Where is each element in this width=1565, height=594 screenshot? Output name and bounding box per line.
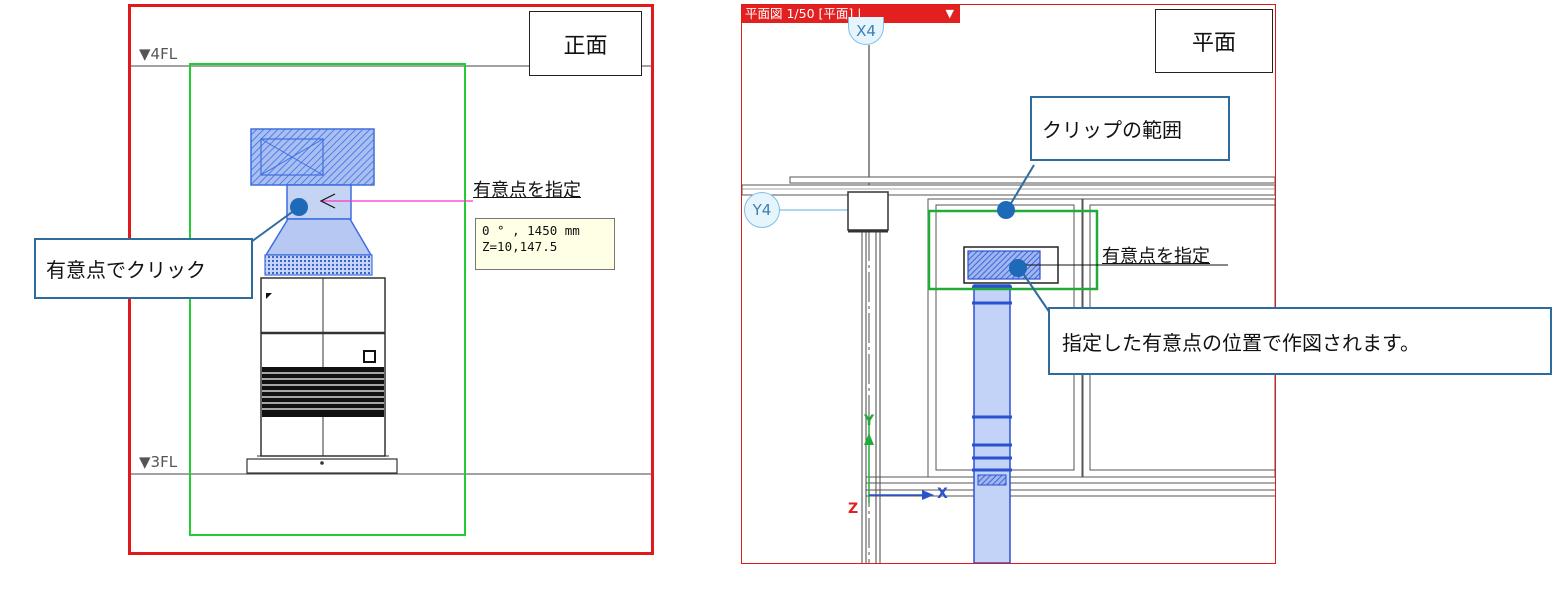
grid-bubble-y4: Y4 [744, 192, 780, 228]
duct-vertical [973, 284, 1011, 563]
duct-transition [264, 218, 373, 256]
view-label-front: 正面 [529, 11, 642, 76]
clip-range-rect [189, 63, 466, 536]
unit-base [246, 458, 398, 474]
tooltip-angle-distance: 0 ° , 1450 mm [482, 223, 580, 238]
callout-clip-range: クリップの範囲 [1030, 96, 1230, 161]
snap-point-marker-plan [1009, 259, 1027, 277]
plan-view-panel[interactable]: 平面図 1/50 [平面] | ▼ X4 Y4 平面 有意点を指定 Y X Z [741, 4, 1276, 564]
axis-z-label: Z [848, 501, 859, 517]
callout-click-significant-point: 有意点でクリック [34, 238, 253, 299]
view-label-plan: 平面 [1155, 9, 1273, 73]
hood-top [250, 128, 375, 186]
axis-y-label: Y [864, 413, 875, 429]
clip-range-marker [997, 201, 1015, 219]
plan-view-drawing[interactable] [742, 5, 1275, 563]
click-point-marker [290, 198, 308, 216]
plan-view-titlebar[interactable]: 平面図 1/50 [平面] | ▼ [742, 5, 960, 23]
plan-view-title: 平面図 1/50 [平面] | [745, 6, 862, 21]
level-label-4fl: ▼4FL [139, 45, 178, 63]
snap-point-label-plan: 有意点を指定 [1102, 246, 1210, 267]
coordinate-tooltip: 0 ° , 1450 mm Z=10,147.5 [475, 218, 615, 270]
snap-point-label: 有意点を指定 [473, 180, 581, 201]
callout-drawn-at-point: 指定した有意点の位置で作図されます。 [1048, 307, 1552, 375]
level-label-3fl: ▼3FL [139, 453, 178, 471]
tooltip-z-value: Z=10,147.5 [482, 239, 558, 254]
grille-band [264, 254, 373, 276]
grid-bubble-x4: X4 [848, 17, 884, 45]
axis-x-label: X [937, 486, 948, 502]
view-dropdown-icon[interactable]: ▼ [945, 7, 954, 20]
